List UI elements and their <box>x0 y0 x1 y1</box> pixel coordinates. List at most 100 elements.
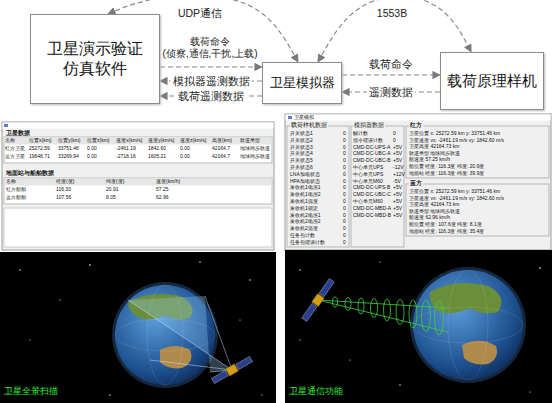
table-cell: 位置z(km) <box>87 138 110 144</box>
data-field: 发收机1电压1 <box>290 185 321 191</box>
table-cell: 1842.60 <box>148 146 166 152</box>
data-field: 0 <box>343 185 346 191</box>
data-field: CMD-DC-MBD-B <box>353 213 391 219</box>
empty-panel <box>4 208 272 247</box>
data-field: LNA加电状态 <box>290 172 320 178</box>
data-field: CMD-DC-MBD-A <box>353 206 391 212</box>
data-field: 船速度 62.96 km/h <box>409 215 450 221</box>
table-cell: 红方船舶 <box>6 187 26 193</box>
data-field: 卫星位置 x: 25272.59 km y: 33751.46 km <box>409 189 500 195</box>
data-field: 0 <box>343 240 346 246</box>
data-field: 地面站 经度: 116.3度 纬度: 39.9度 <box>409 171 484 177</box>
data-field: 0 <box>343 158 346 164</box>
data-field: 0 <box>343 151 346 157</box>
data-field: 0 <box>343 165 346 171</box>
table-cell: 高度(km) <box>212 138 232 144</box>
data-field: 帧计数 <box>353 131 368 137</box>
data-field: 发收机1电压2 <box>290 192 321 198</box>
data-field: 开关状态4 <box>290 151 313 157</box>
data-field: 开关状态5 <box>290 158 313 164</box>
data-field: HPA加电状态 <box>290 179 320 185</box>
grid-line <box>448 270 488 380</box>
data-field: CMD-DC-UPS-A <box>353 145 390 151</box>
data-field: 中心单元UPS <box>353 165 383 171</box>
data-field: 0 <box>343 219 346 225</box>
data-field: 地面站 经度: 116.3度 纬度: 35.4度 <box>409 229 484 235</box>
group-title: 红方 <box>409 122 423 128</box>
data-field: 发收机2电压2 <box>290 219 321 225</box>
connector-label: 载荷遥测数据 <box>176 90 246 103</box>
table-cell: 蓝方船舶 <box>6 195 26 201</box>
table-cell: 速度(km/h) <box>156 179 180 185</box>
continent <box>462 341 497 365</box>
data-field: 卫星高度 42164.73 km <box>409 202 459 208</box>
data-field: 0 <box>343 199 346 205</box>
data-field: +5V <box>393 213 402 219</box>
data-field: 开关状态1 <box>290 131 313 137</box>
data-field: CMD-DC-UBC-A <box>353 151 391 157</box>
data-field: 中心单元M60 <box>353 179 383 185</box>
table-cell: 地球同步轨道 <box>240 154 270 160</box>
data-field: 卫星速度 vx: -2461.19 m/s vy: 1842.60 m/s <box>409 196 504 202</box>
data-field: 0 <box>343 131 346 137</box>
continent <box>430 283 502 313</box>
section-title: 地面站与船舶数据 <box>6 170 54 176</box>
table-cell: 19648.71 <box>29 154 50 160</box>
process-box: 卫星演示验证仿真软件 <box>30 14 160 104</box>
data-field: 开关状态6 <box>290 165 313 171</box>
data-field: 卫星速度 vx: -2461.19 m/s vy: 1842.60 m/s <box>409 138 504 144</box>
earth <box>413 270 523 380</box>
data-field: +5V <box>393 199 402 205</box>
data-field: 发收机1温度 <box>290 199 318 205</box>
group-title: 蓝方 <box>409 180 423 186</box>
process-box: 载荷原理样机 <box>440 52 544 110</box>
table-cell: 25272.59 <box>29 146 50 152</box>
data-field: 0 <box>343 206 346 212</box>
stars <box>299 261 541 392</box>
connector-label: 载荷命令 <box>367 58 415 71</box>
data-field: 中心单元M60 <box>353 199 383 205</box>
window-frame <box>2 122 274 250</box>
process-box: 卫星模拟器 <box>262 62 342 104</box>
data-field: 开关状态2 <box>290 138 313 144</box>
table-cell: 纬度(度) <box>106 179 124 185</box>
data-field: 0 <box>343 172 346 178</box>
window-icon <box>4 124 8 127</box>
group-title: 载荷样机数据 <box>290 122 328 128</box>
data-field: +5V <box>393 158 402 164</box>
table-cell: 42164.7 <box>212 146 230 152</box>
data-field: 0 <box>343 179 346 185</box>
data-field: 卫星高度 42164.73 km <box>409 144 459 150</box>
table-cell: 经度(度) <box>56 179 74 185</box>
section-title: 卫星数据 <box>6 130 30 136</box>
group-box <box>351 126 404 247</box>
title-bar <box>3 123 274 129</box>
connector-label: 载荷命令 (侦察,通信,干扰,上载) <box>158 36 262 60</box>
table-cell: 红方卫星 <box>5 146 25 152</box>
scene-caption: 卫星通信功能 <box>289 386 343 396</box>
space-background <box>0 252 276 403</box>
window-icon <box>288 116 292 119</box>
data-field: 中心单元UPS <box>353 172 383 178</box>
data-field: 轨道类型 地球同步轨道 <box>409 209 460 215</box>
data-field: -12V <box>393 165 404 171</box>
connector <box>342 74 440 75</box>
data-field: 船位置 经度: 116.3度 纬度: 20.9度 <box>409 164 484 170</box>
table-cell: 33269.94 <box>58 154 79 160</box>
table-cell: 0.00 <box>87 146 97 152</box>
data-field: 0 <box>343 145 346 151</box>
table-cell: 位置x(km) <box>29 138 52 144</box>
group-box <box>406 184 549 236</box>
data-field: 0 <box>343 138 346 144</box>
data-field: CMD-DC-UBC-B <box>353 158 391 164</box>
table-cell: 名称 <box>6 179 16 185</box>
group-title: 模拟器数据 <box>353 122 385 128</box>
table-cell: 57.25 <box>156 187 169 193</box>
table-cell: 1605.21 <box>148 154 166 160</box>
data-table <box>4 137 272 163</box>
scene-caption: 卫星全景扫描 <box>4 386 58 396</box>
table-cell: 42164.7 <box>212 154 230 160</box>
table-cell: 8.05 <box>106 195 116 201</box>
data-field: 任务包计数 <box>290 233 315 239</box>
title-bar <box>286 115 551 121</box>
